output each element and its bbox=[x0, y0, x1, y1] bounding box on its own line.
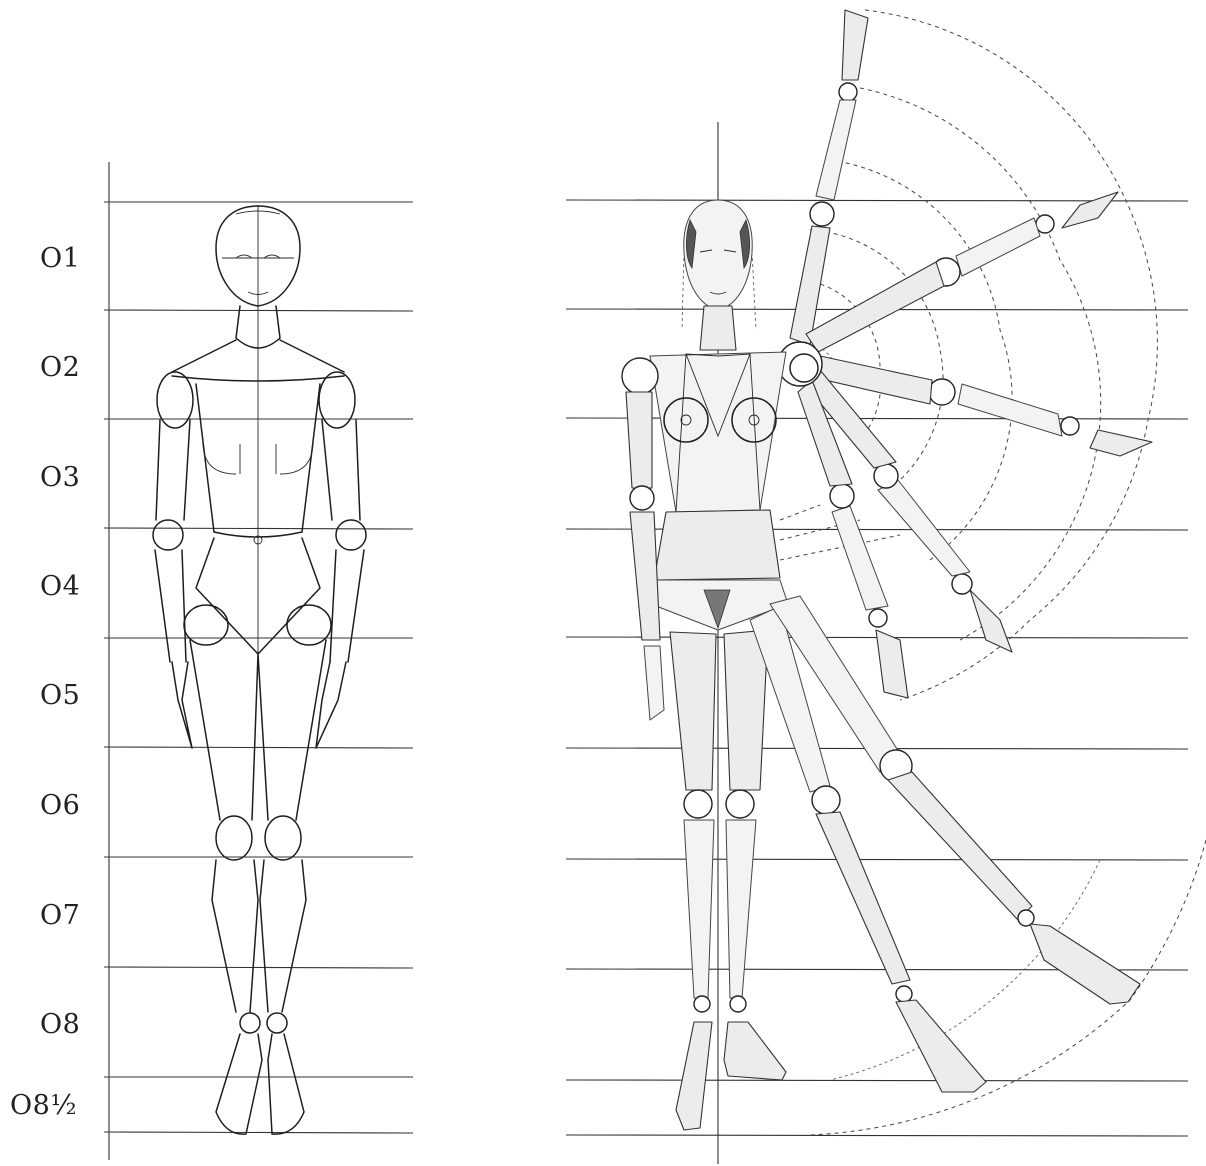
proportion-label-1: O1 bbox=[40, 245, 80, 272]
proportion-label-3: O3 bbox=[40, 464, 80, 491]
proportion-label-8-half: O8½ bbox=[10, 1092, 77, 1119]
proportion-label-5: O5 bbox=[40, 682, 80, 709]
arm-rotation-arcs bbox=[780, 10, 1206, 1135]
left-mannequin-figure bbox=[153, 205, 366, 1134]
proportion-label-2: O2 bbox=[40, 354, 80, 381]
proportion-label-4: O4 bbox=[40, 573, 80, 600]
proportion-label-7: O7 bbox=[40, 902, 80, 929]
proportion-label-6: O6 bbox=[40, 792, 80, 819]
right-grid bbox=[566, 122, 1188, 1164]
proportion-label-8: O8 bbox=[40, 1011, 80, 1038]
